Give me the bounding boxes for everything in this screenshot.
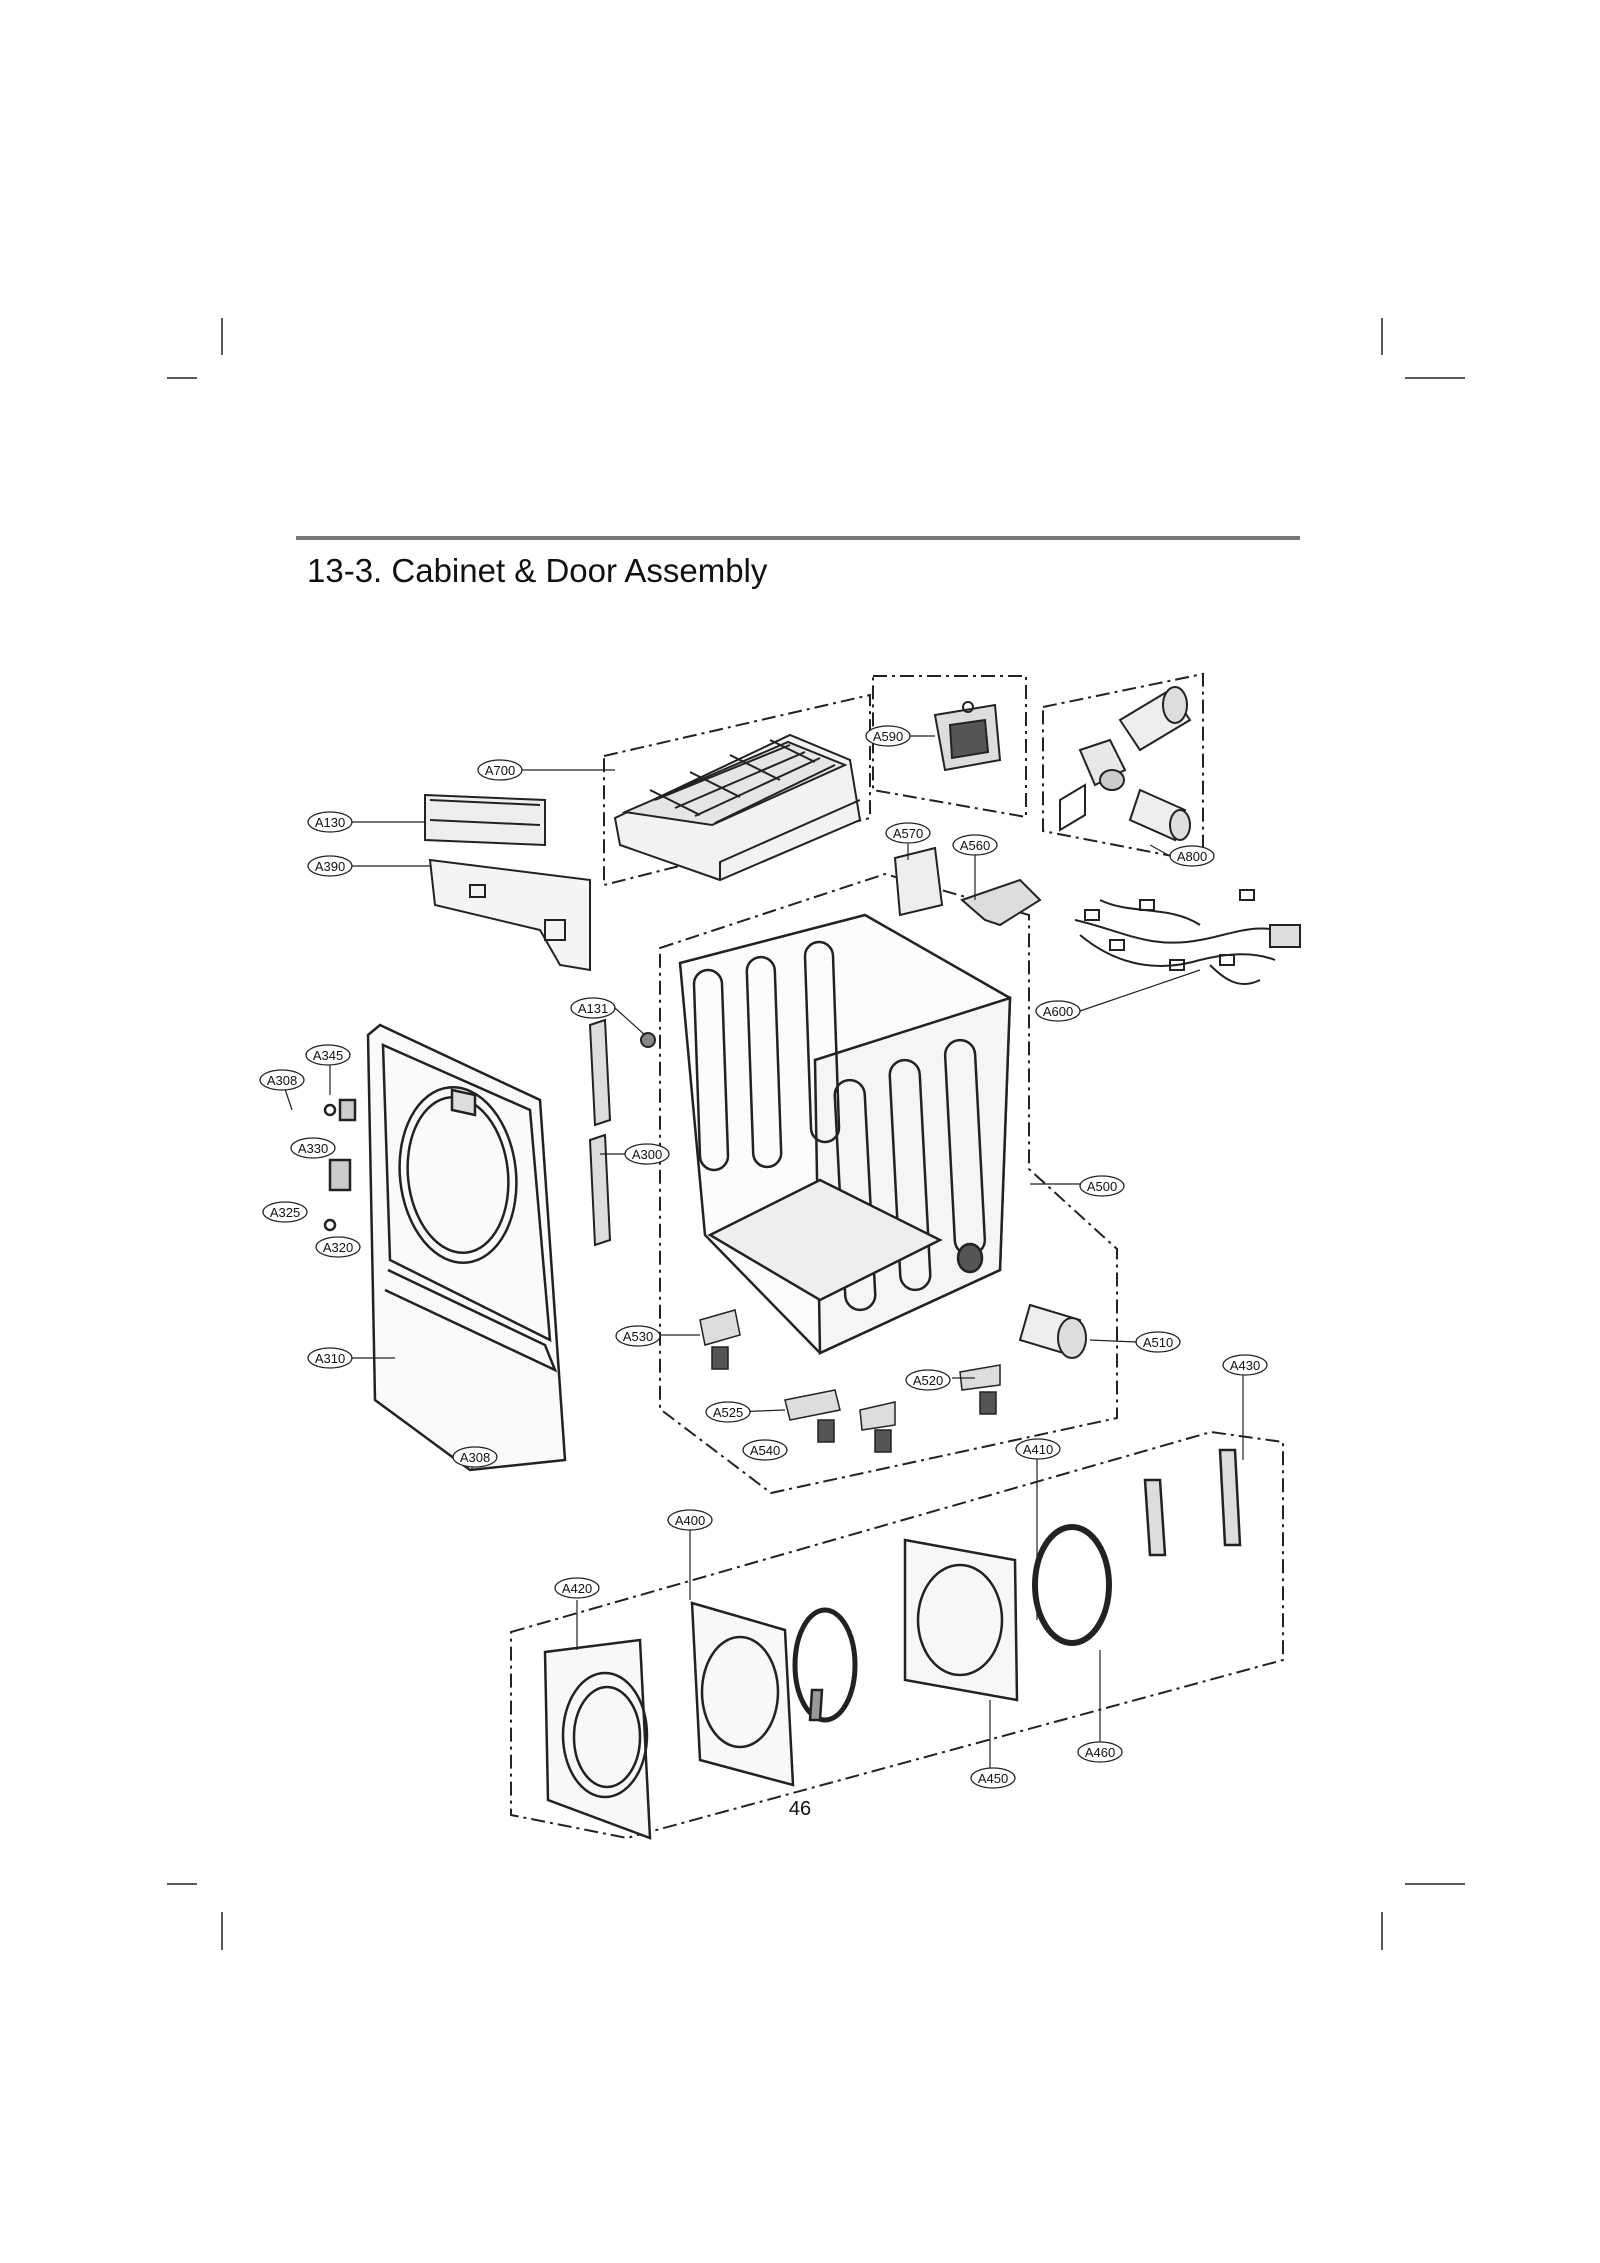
door-assembly-illustration — [543, 1448, 1242, 1840]
front-panel-illustration — [323, 1023, 567, 1472]
callout-A800: A800 — [1169, 845, 1215, 867]
callout-A420: A420 — [554, 1577, 600, 1599]
svg-text:A430: A430 — [1230, 1358, 1260, 1373]
svg-text:A450: A450 — [978, 1771, 1008, 1786]
callout-labels: A700 A130 A390 A590 A570 A560 A800 A600 … — [259, 725, 1268, 1789]
page-number: 46 — [788, 1798, 812, 1820]
callout-A308-bottom: A308 — [452, 1446, 498, 1468]
callout-A310: A310 — [307, 1347, 353, 1369]
svg-text:A590: A590 — [873, 729, 903, 744]
dryer-rack-illustration — [613, 733, 862, 882]
section-title: 13-3. Cabinet & Door Assembly — [307, 552, 768, 589]
callout-A450: A450 — [970, 1767, 1016, 1789]
callout-A590: A590 — [865, 725, 911, 747]
callout-A300: A300 — [624, 1143, 670, 1165]
svg-text:A540: A540 — [750, 1443, 780, 1458]
callout-A700: A700 — [477, 759, 523, 781]
svg-text:A410: A410 — [1023, 1442, 1053, 1457]
svg-text:A700: A700 — [485, 763, 515, 778]
hinge-brackets-illustration — [588, 1018, 656, 1247]
callout-A131: A131 — [570, 997, 616, 1019]
svg-text:A420: A420 — [562, 1581, 592, 1596]
leveling-feet-illustration — [699, 1309, 1001, 1453]
svg-text:A320: A320 — [323, 1240, 353, 1255]
cabinet-illustration — [678, 913, 1012, 1355]
callout-A400: A400 — [667, 1509, 713, 1531]
leader-lines — [281, 735, 1244, 1770]
callout-A510: A510 — [1135, 1331, 1181, 1353]
svg-text:A500: A500 — [1087, 1179, 1117, 1194]
svg-text:A570: A570 — [893, 826, 923, 841]
svg-text:A345: A345 — [313, 1048, 343, 1063]
svg-text:A308: A308 — [460, 1450, 490, 1465]
control-board-illustration — [424, 793, 591, 972]
svg-text:A131: A131 — [578, 1001, 608, 1016]
callout-A308-top: A308 — [259, 1069, 305, 1091]
callout-A330: A330 — [290, 1137, 336, 1159]
wire-harness-illustration — [1074, 889, 1301, 985]
callout-A525: A525 — [705, 1401, 751, 1423]
svg-text:A130: A130 — [315, 815, 345, 830]
callout-A390: A390 — [307, 855, 353, 877]
small-brackets-illustration — [893, 846, 1042, 927]
svg-text:A330: A330 — [298, 1141, 328, 1156]
callout-A410: A410 — [1015, 1438, 1061, 1460]
callout-A570: A570 — [885, 822, 931, 844]
exhaust-duct-illustration — [1059, 686, 1192, 842]
callout-A560: A560 — [952, 834, 998, 856]
svg-text:A300: A300 — [632, 1147, 662, 1162]
callout-A540: A540 — [742, 1439, 788, 1461]
exhaust-tube-illustration — [1018, 1303, 1087, 1359]
callout-A345: A345 — [305, 1044, 351, 1066]
callout-A500: A500 — [1079, 1175, 1125, 1197]
svg-text:A520: A520 — [913, 1373, 943, 1388]
svg-text:A400: A400 — [675, 1513, 705, 1528]
svg-text:A310: A310 — [315, 1351, 345, 1366]
svg-text:A600: A600 — [1043, 1004, 1073, 1019]
svg-text:A460: A460 — [1085, 1745, 1115, 1760]
svg-text:A525: A525 — [713, 1405, 743, 1420]
svg-text:A308: A308 — [267, 1073, 297, 1088]
svg-text:A325: A325 — [270, 1205, 300, 1220]
lint-filter-housing-illustration — [933, 701, 1002, 772]
callout-A130: A130 — [307, 811, 353, 833]
callout-A530: A530 — [615, 1325, 661, 1347]
svg-text:A800: A800 — [1177, 849, 1207, 864]
callout-A430: A430 — [1222, 1354, 1268, 1376]
svg-text:A390: A390 — [315, 859, 345, 874]
svg-text:A510: A510 — [1143, 1335, 1173, 1350]
svg-text:A560: A560 — [960, 838, 990, 853]
callout-A600: A600 — [1035, 1000, 1081, 1022]
callout-A520: A520 — [905, 1369, 951, 1391]
callout-A325: A325 — [262, 1201, 308, 1223]
callout-A460: A460 — [1077, 1741, 1123, 1763]
crop-marks — [167, 318, 1465, 1950]
svg-text:A530: A530 — [623, 1329, 653, 1344]
callout-A320: A320 — [315, 1236, 361, 1258]
